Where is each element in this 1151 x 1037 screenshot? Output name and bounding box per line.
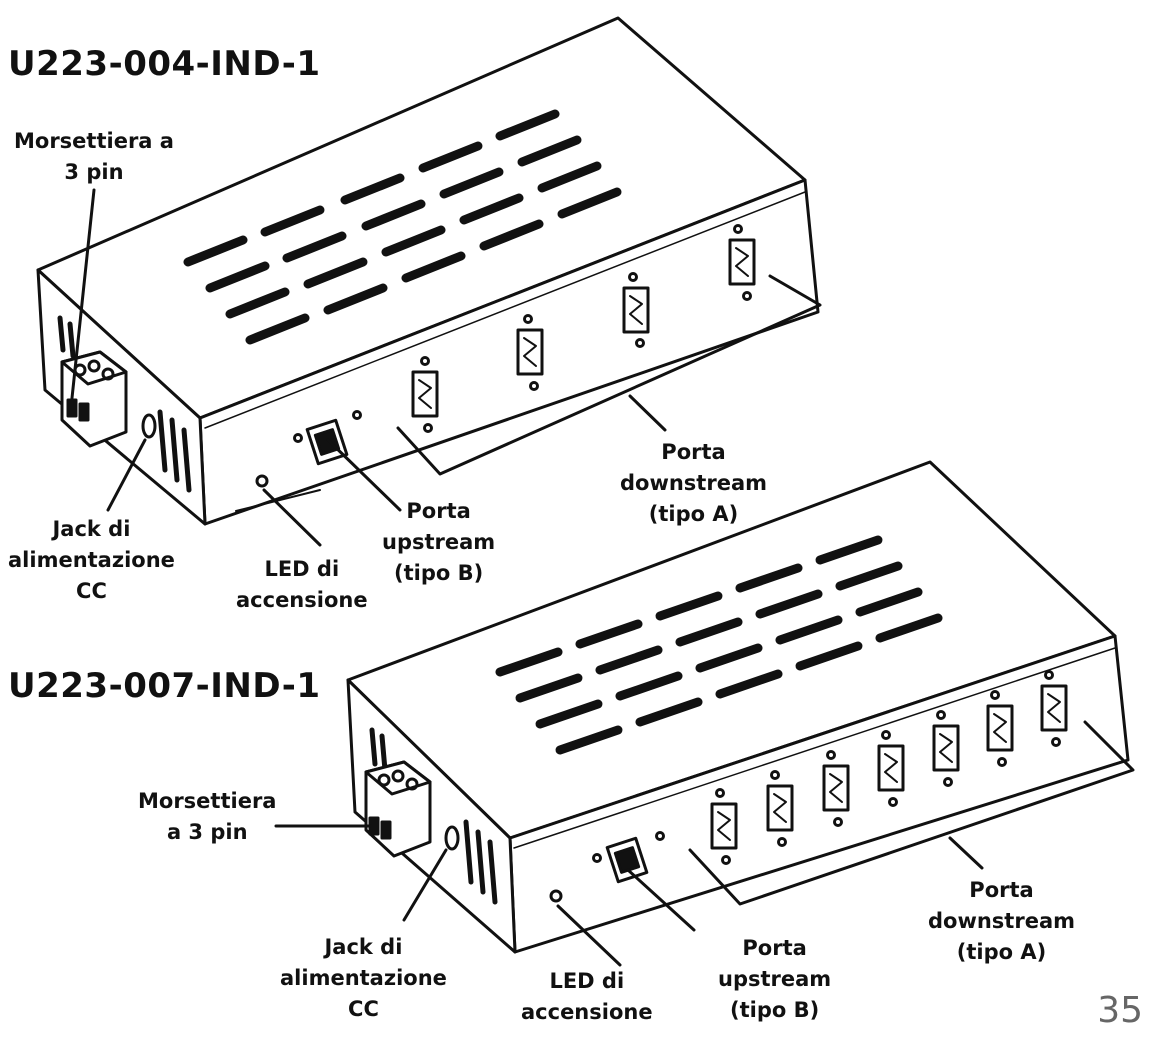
hub1-led-line-2: accensione	[236, 588, 368, 612]
hub1-downstream-line-1: Porta	[661, 440, 726, 464]
hub2-upstream-line-1: Porta	[742, 936, 807, 960]
hub1-terminal-block-label: Morsettiera a 3 pin	[14, 126, 174, 188]
hub1-upstream-line-1: Porta	[406, 499, 471, 523]
hub2-downstream-line-1: Porta	[969, 878, 1034, 902]
hub1-power-led-label: LED di accensione	[236, 554, 368, 616]
hub2-downstream-ports	[710, 670, 1068, 865]
hub2-downstream-line-3: (tipo A)	[956, 940, 1047, 964]
hub1-dc-jack	[141, 413, 157, 439]
hub1-upstream-line-3: (tipo B)	[393, 561, 484, 585]
hub1-upstream-port-label: Porta upstream (tipo B)	[382, 496, 495, 589]
hub2-dc-jack	[444, 825, 460, 851]
model-title-u223-004: U223-004-IND-1	[8, 44, 321, 84]
hub1-callout-lines	[70, 188, 822, 547]
hub2-downstream-port-label: Porta downstream (tipo A)	[928, 875, 1075, 968]
hub1-led-line-1: LED di	[264, 557, 340, 581]
hub-u223-004-drawing	[36, 16, 822, 547]
hub2-top-vents	[495, 535, 943, 755]
hub2-terminal-block	[364, 760, 432, 858]
hub1-downstream-line-2: downstream	[620, 471, 767, 495]
hub2-upstream-port	[592, 831, 665, 884]
hub1-jack-line-3: CC	[76, 579, 107, 603]
page-number: 35	[1097, 990, 1143, 1031]
hub1-upstream-port	[293, 410, 362, 466]
hub1-jack-line-2: alimentazione	[8, 548, 175, 572]
hub2-side-vents	[369, 727, 498, 905]
hub2-power-led	[549, 889, 563, 903]
hub1-side-vents	[57, 315, 192, 493]
hub1-dc-jack-label: Jack di alimentazione CC	[8, 514, 175, 607]
hub1-terminal-line-2: 3 pin	[64, 160, 124, 184]
hub2-upstream-line-3: (tipo B)	[729, 998, 820, 1022]
hub-u223-007-drawing	[274, 460, 1135, 967]
hub1-downstream-port-label: Porta downstream (tipo A)	[620, 437, 767, 530]
hub2-terminal-block-label: Morsettiera a 3 pin	[138, 786, 276, 848]
hub2-terminal-line-1: Morsettiera	[138, 789, 277, 813]
hub2-jack-line-2: alimentazione	[280, 966, 447, 990]
hub1-terminal-block	[60, 350, 128, 448]
hub1-upstream-line-2: upstream	[382, 530, 496, 554]
hub1-top-vents	[183, 109, 622, 345]
hub2-led-line-2: accensione	[521, 1000, 653, 1024]
hub1-downstream-line-3: (tipo A)	[648, 502, 739, 526]
hub2-upstream-port-label: Porta upstream (tipo B)	[718, 933, 831, 1026]
hub2-terminal-line-2: a 3 pin	[166, 820, 248, 844]
hub2-downstream-line-2: downstream	[928, 909, 1075, 933]
hub2-jack-line-3: CC	[348, 997, 379, 1021]
hub2-jack-line-1: Jack di	[324, 935, 403, 959]
hub1-terminal-line-1: Morsettiera a	[14, 129, 174, 153]
model-title-u223-007: U223-007-IND-1	[8, 666, 321, 706]
hub2-upstream-line-2: upstream	[718, 967, 832, 991]
hub1-power-led	[255, 474, 269, 488]
hub2-led-line-1: LED di	[549, 969, 625, 993]
hub2-callout-lines	[274, 720, 1135, 967]
hub2-dc-jack-label: Jack di alimentazione CC	[280, 932, 447, 1025]
hub1-downstream-ports	[411, 224, 756, 433]
hub2-power-led-label: LED di accensione	[521, 966, 653, 1028]
hub1-jack-line-1: Jack di	[52, 517, 131, 541]
